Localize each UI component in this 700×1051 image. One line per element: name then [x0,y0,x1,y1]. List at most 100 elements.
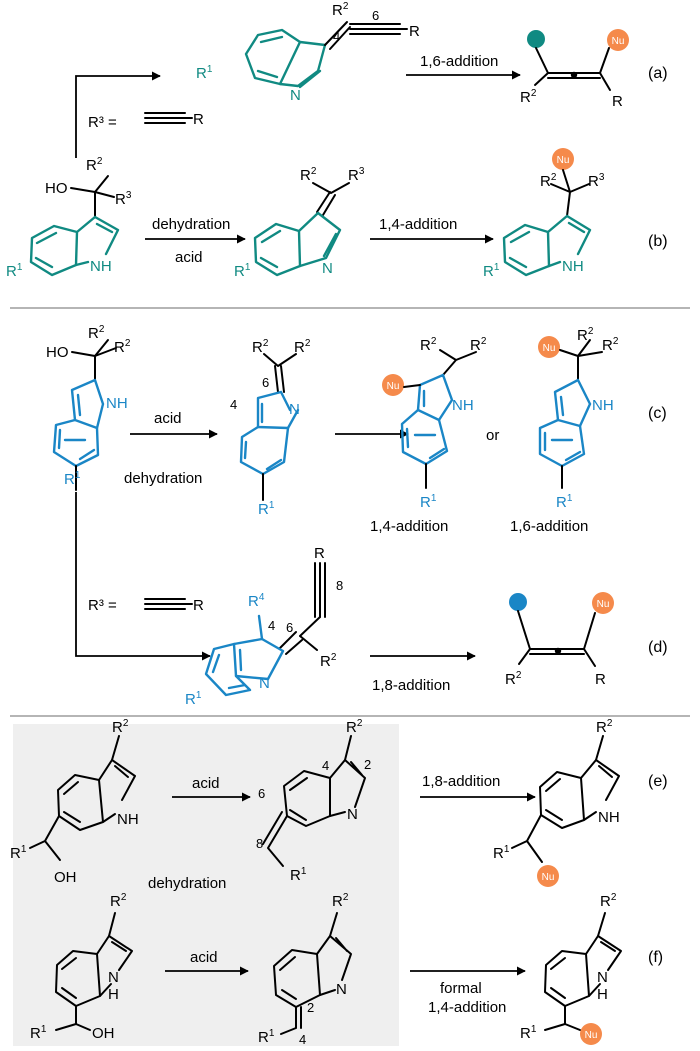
n-atom-f-int: N [336,981,347,998]
r1-b-prod: R1 [483,262,500,280]
r1-e-prod: R1 [493,844,510,862]
pos-2-f: 2 [307,1000,314,1015]
indole-methanol-b: HO R2 R3 NH R1 [6,156,132,280]
n-atom-a: N [290,87,301,104]
panel-e: R2 NH R1 OH acid dehydration R2 N 4 2 6 … [10,718,668,892]
pos-8-e: 8 [256,836,263,851]
label-acid-b: acid [175,249,203,266]
indole-2-methanol-c: HO R2 R2 NH R1 [46,324,131,491]
nu-circle-c16 [538,336,560,358]
r3-definition-d: R³ = [88,597,117,614]
label-c-16-addition: 1,6-addition [510,518,588,535]
tag-a: (a) [648,65,668,82]
r3-r-d: R [193,597,204,614]
intermediate-d: R 8 6 R2 R4 4 N R1 [185,545,343,708]
teal-dot-a [527,30,545,48]
aza-quinone-methide-e: R2 N 4 2 6 8 R1 [256,718,371,884]
nh-e-prod: NH [598,809,620,826]
pos-4-c: 4 [230,397,237,412]
panel-d: R³ = R R 8 6 R2 R4 4 N R1 1,8-addition [75,492,668,708]
r1-f-int: R1 [258,1028,275,1046]
product-f: R2 N H R1 Nu [520,892,622,1045]
nu-a: Nu [612,36,625,47]
r2-e: R2 [112,718,129,736]
r2-f-prod: R2 [600,892,617,910]
nh-c14: NH [452,397,474,414]
alkylidene-indolenine-b: R2 R3 N R1 [234,166,365,280]
nh-c-reactant: NH [106,395,128,412]
r3-b: R3 [115,190,132,208]
nu-circle-a [607,29,629,51]
r1-c14: R1 [420,493,437,511]
r2-c14-2: R2 [470,336,487,354]
n-atom-e: N [347,806,358,823]
tag-c: (c) [648,405,667,422]
nu-c14: Nu [387,381,400,392]
pos-4-a: 4 [333,29,340,44]
r2-c-1: R2 [88,324,105,342]
label-acid-c: acid [154,410,182,427]
r-a-prod: R [612,93,623,110]
nu-f: Nu [585,1030,598,1041]
r2-b-int: R2 [300,166,317,184]
r2-f: R2 [110,892,127,910]
pos-6-e: 6 [258,786,265,801]
label-f-14-addition: 1,4-addition [428,999,506,1016]
route-arrow-a [75,71,161,158]
pos-4-e: 4 [322,758,329,773]
r3-alkyne-a [144,112,193,124]
product-e: R2 NH R1 Nu [493,718,620,887]
r3-r-a: R [193,111,204,128]
tag-b: (b) [648,233,668,250]
r4-d: R4 [248,592,265,610]
r1-e-int: R1 [290,866,307,884]
r2-e-int: R2 [346,718,363,736]
r2-b-prod: R2 [540,172,557,190]
pos-8-d: 8 [336,578,343,593]
nu-d: Nu [597,599,610,610]
nu-e: Nu [542,872,555,883]
r3-b-int: R3 [348,166,365,184]
r1-f-prod: R1 [520,1024,537,1042]
r-a: R [409,23,420,40]
r1-b-int: R1 [234,262,251,280]
pos-6-c: 6 [262,375,269,390]
r2-b: R2 [86,156,103,174]
oh-f: OH [92,1025,115,1042]
pos-4-f: 4 [299,1032,306,1047]
r1-b: R1 [6,262,23,280]
blue-dot-d [509,593,527,611]
pos-6-d: 6 [286,620,293,635]
indole-6-methanol-e: R2 NH R1 OH [10,718,139,886]
r-d: R [314,545,325,562]
r2-a: R2 [332,1,349,19]
oh-e: OH [54,869,77,886]
r3-definition-a: R³ = [88,114,117,131]
label-dehydration-b: dehydration [152,216,230,233]
r1-d: R1 [185,690,202,708]
r3-b-prod: R3 [588,172,605,190]
ho-c: HO [46,344,69,361]
r2-f-int: R2 [332,892,349,910]
nu-b: Nu [557,155,570,166]
n-atom-f: N [108,969,119,986]
r1-e: R1 [10,844,27,862]
nu-circle-c14 [382,374,404,396]
shaded-region-ef [13,724,399,1046]
r2-c-2: R2 [114,338,131,356]
r2-c16-1: R2 [577,326,594,344]
r-d-prod: R [595,671,606,688]
r2-d: R2 [320,652,337,670]
nh-c16: NH [592,397,614,414]
allene-product-d: Nu R2 R [505,592,614,688]
r2-c-int-1: R2 [252,338,269,356]
r2-a-prod: R2 [520,88,537,106]
panel-c: HO R2 R2 NH R1 acid dehydration 6 R2 R2 … [46,324,667,535]
indole-7-methanol-f: R2 N H R1 OH [30,892,133,1042]
nu-circle-e [537,865,559,887]
n-atom-b: N [322,260,333,277]
label-c-14-addition: 1,4-addition [370,518,448,535]
label-e-18-addition: 1,8-addition [422,773,500,790]
panel-a: R³ = R N R1 4 R2 6 R 1,6-addition Nu R2 [75,1,668,158]
